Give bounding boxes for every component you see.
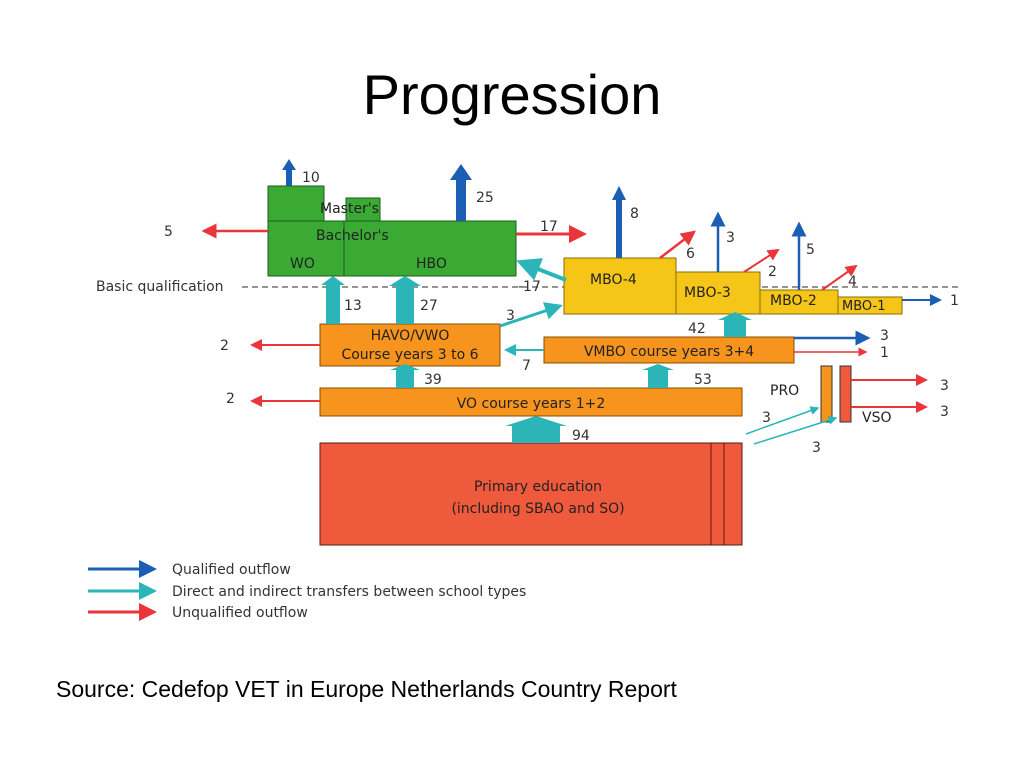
vo-box bbox=[319, 387, 743, 417]
pro-label: PRO bbox=[770, 383, 799, 399]
transfer-arrows bbox=[321, 276, 752, 443]
vso-unqualified-value: 3 bbox=[940, 404, 949, 420]
mbo1-box bbox=[837, 296, 903, 315]
mbo-block: MBO-4 MBO-3 MBO-2 MBO-1 bbox=[563, 257, 903, 315]
havo-to-mbo-value: 3 bbox=[506, 308, 515, 324]
vmbo-to-mbo-value: 42 bbox=[688, 321, 706, 337]
mbo4-label: MBO-4 bbox=[590, 272, 637, 288]
legend-unqualified-label: Unqualified outflow bbox=[172, 605, 308, 621]
vo-to-vmbo-arrow bbox=[642, 364, 674, 388]
mbo3-unqualified-value: 2 bbox=[768, 264, 777, 280]
vo-to-pro-value: 3 bbox=[762, 410, 771, 426]
mbo3-box bbox=[675, 271, 761, 315]
havo-to-hbo-value: 27 bbox=[420, 298, 438, 314]
mbo3-label: MBO-3 bbox=[684, 285, 731, 301]
mbo1-qualified-value: 1 bbox=[950, 293, 959, 309]
mbo4-box bbox=[563, 257, 677, 315]
vmbo-qualified-value: 3 bbox=[880, 328, 889, 344]
masters-label: Master's bbox=[320, 201, 379, 217]
vmbo-box bbox=[543, 336, 795, 364]
vo-to-havo-arrow bbox=[390, 364, 420, 388]
slide-title: Progression bbox=[362, 63, 662, 126]
mbo4-unqualified-arrow bbox=[659, 230, 696, 259]
primary-to-vo-arrow bbox=[505, 416, 567, 443]
hbo-label: HBO bbox=[416, 256, 447, 272]
mbo2-label: MBO-2 bbox=[770, 293, 817, 309]
vo-label: VO course years 1+2 bbox=[457, 396, 606, 412]
vo-unqualified-value: 2 bbox=[226, 391, 235, 407]
primary-to-vso-value: 3 bbox=[812, 440, 821, 456]
mbo4-qualified-value: 8 bbox=[630, 206, 639, 222]
primary-label-1: Primary education bbox=[474, 479, 602, 495]
vo-to-vmbo-value: 53 bbox=[694, 372, 712, 388]
mbo2-unqualified-value: 4 bbox=[848, 274, 857, 290]
higher-education-block: Master's Bachelor's WO HBO bbox=[267, 185, 517, 277]
havo-to-wo-arrow bbox=[321, 276, 345, 324]
mbo2-unqualified-arrow bbox=[821, 264, 858, 291]
wo-top-box bbox=[267, 185, 325, 223]
havo-to-wo-value: 13 bbox=[344, 298, 362, 314]
mbo1-label: MBO-1 bbox=[842, 299, 885, 314]
primary-to-vso-arrow bbox=[753, 415, 838, 445]
qualified-arrows bbox=[282, 159, 626, 258]
vmbo-unqualified-value: 1 bbox=[880, 345, 889, 361]
legend: Qualified outflow Direct and indirect tr… bbox=[88, 560, 526, 621]
wo-qualified-value: 10 bbox=[302, 170, 320, 186]
mbo2-box bbox=[759, 289, 839, 315]
bachelors-box bbox=[267, 220, 517, 277]
legend-transfer-label: Direct and indirect transfers between sc… bbox=[172, 584, 526, 600]
havo-unqualified-value: 2 bbox=[220, 338, 229, 354]
mbo3-unqualified-arrow bbox=[743, 248, 780, 273]
mbo-to-hbo-value: -17 bbox=[518, 279, 541, 295]
wo-qualified-arrow bbox=[282, 159, 296, 186]
vo-to-pro-arrow bbox=[745, 406, 820, 435]
mbo3-qualified-value: 3 bbox=[726, 230, 735, 246]
vmbo-to-havo-value: 7 bbox=[522, 358, 531, 374]
vso-label: VSO bbox=[862, 410, 891, 426]
mbo4-unqualified-value: 6 bbox=[686, 246, 695, 262]
havo-to-mbo-arrow bbox=[499, 302, 563, 328]
masters-box bbox=[345, 197, 381, 223]
pro-unqualified-value: 3 bbox=[940, 378, 949, 394]
vmbo-label: VMBO course years 3+4 bbox=[584, 344, 754, 360]
vmbo-to-mbo-arrow bbox=[718, 312, 752, 337]
secondary-block: HAVO/VWO Course years 3 to 6 VMBO course… bbox=[319, 323, 891, 426]
wo-label: WO bbox=[290, 256, 315, 272]
mbo2-qualified-value: 5 bbox=[806, 242, 815, 258]
hbo-to-mbo-value: 17 bbox=[540, 219, 558, 235]
havo-vwo-label-2: Course years 3 to 6 bbox=[341, 347, 478, 363]
primary-to-vo-value: 94 bbox=[572, 428, 590, 444]
hbo-qualified-arrow bbox=[450, 164, 472, 221]
legend-qualified-label: Qualified outflow bbox=[172, 562, 291, 578]
bachelors-label: Bachelor's bbox=[316, 228, 389, 244]
vo-to-havo-value: 39 bbox=[424, 372, 442, 388]
higher-unqualified-value: 5 bbox=[164, 224, 173, 240]
mbo-to-hbo-arrow bbox=[516, 258, 567, 282]
progression-diagram: Basic qualification Master's Bachelor's … bbox=[88, 159, 960, 621]
primary-block: Primary education (including SBAO and SO… bbox=[319, 442, 743, 546]
vso-box bbox=[839, 365, 852, 423]
primary-box bbox=[319, 442, 743, 546]
source-note: Source: Cedefop VET in Europe Netherland… bbox=[56, 676, 677, 702]
basic-qualification-label: Basic qualification bbox=[96, 279, 224, 295]
mbo4-qualified-arrow bbox=[612, 186, 626, 258]
pro-box bbox=[820, 365, 833, 423]
primary-label-2: (including SBAO and SO) bbox=[451, 501, 624, 517]
havo-vwo-label-1: HAVO/VWO bbox=[371, 328, 450, 344]
hbo-qualified-value: 25 bbox=[476, 190, 494, 206]
havo-to-hbo-arrow bbox=[389, 276, 421, 324]
